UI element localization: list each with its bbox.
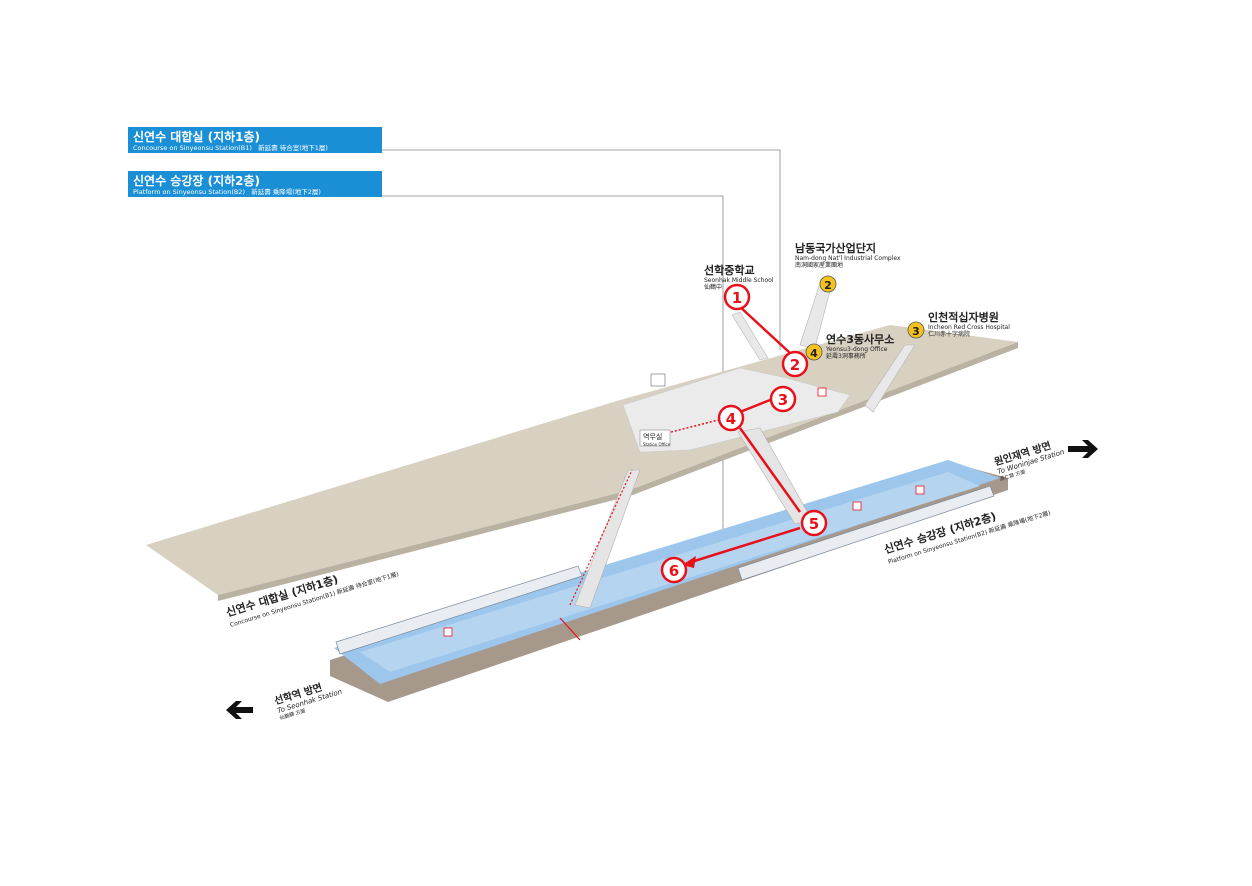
exit-marker-4: 4 — [805, 343, 823, 361]
legend-platform-title: 신연수 승강장 (지하2층) — [133, 174, 261, 188]
exit-stair-3 — [864, 344, 916, 413]
svg-text:3: 3 — [778, 391, 788, 409]
station-office-label: 역무실 Station Office — [643, 433, 671, 447]
svg-text:1: 1 — [732, 289, 742, 307]
exit-marker-2: 2 — [819, 275, 837, 293]
exit-label-4: 연수3동사무소 Yeonsu3-dong Office 延壽3洞事務所 — [826, 333, 895, 361]
exit-label-2: 남동국가산업단지 Nam-dong Nat’l Industrial Compl… — [795, 242, 901, 270]
route-path-4-5 — [738, 427, 802, 513]
route-path-1-2 — [737, 304, 791, 354]
route-step-4: 4 — [717, 404, 745, 432]
svg-text:4: 4 — [810, 347, 818, 360]
svg-text:2: 2 — [790, 356, 800, 374]
route-step-6: 6 — [660, 556, 688, 584]
svg-text:3: 3 — [912, 325, 920, 338]
route-path-3-4 — [739, 398, 771, 414]
legend-concourse-subtitle: Concourse on Sinyeonsu Station(B1) 新延壽 待… — [133, 144, 328, 152]
svg-text:4: 4 — [726, 410, 736, 428]
route-step-1: 1 — [723, 283, 751, 311]
exit-marker-3: 3 — [907, 321, 925, 339]
svg-text:5: 5 — [809, 515, 819, 533]
train-left — [335, 565, 583, 655]
concourse-slab-edge — [218, 342, 1018, 601]
legend-concourse-title: 신연수 대합실 (지하1층) — [133, 130, 261, 144]
platform-divider — [559, 617, 581, 641]
stair-dotted-path-left — [569, 469, 633, 606]
route-step-3: 3 — [769, 385, 797, 413]
route-step-5: 5 — [800, 509, 828, 537]
exit-label-3: 인천적십자병원 Incheon Red Cross Hospital 仁川赤十字… — [928, 311, 1010, 339]
legend-concourse-leader — [382, 149, 781, 350]
arrow-left-icon — [226, 701, 253, 719]
exit-stair-1 — [731, 311, 769, 361]
legend-platform: 신연수 승강장 (지하2층) Platform on Sinyeonsu Sta… — [128, 171, 382, 197]
restroom-icon — [650, 373, 666, 387]
legend-concourse: 신연수 대합실 (지하1층) Concourse on Sinyeonsu St… — [128, 127, 382, 153]
elevator-icon — [817, 387, 827, 397]
office-icon — [639, 429, 671, 447]
platform-elevator-icon-3 — [443, 627, 453, 637]
legend-platform-subtitle: Platform on Sinyeonsu Station(B2) 新延壽 乘降… — [133, 188, 321, 196]
platform-elevator-icon-2 — [852, 501, 862, 511]
svg-text:6: 6 — [669, 562, 679, 580]
exit-label-1: 선학중학교 Seonhak Middle School 仙鶴中 — [704, 264, 774, 292]
platform-elevator-icon-1 — [915, 485, 925, 495]
route-path-5-6 — [687, 526, 801, 565]
platform-stair-left — [574, 469, 641, 609]
train-right — [737, 485, 995, 581]
svg-text:2: 2 — [824, 279, 832, 292]
route-step-2: 2 — [781, 350, 809, 378]
arrow-right-icon — [1068, 440, 1098, 458]
